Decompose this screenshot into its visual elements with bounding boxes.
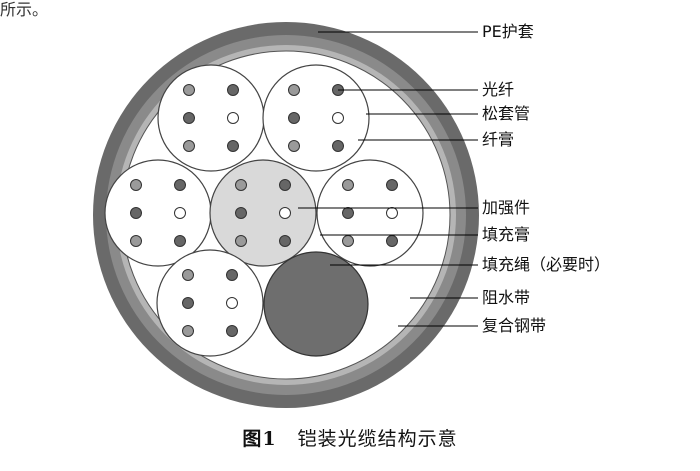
loose-tube [157,64,265,172]
label-loose-tube: 松套管 [482,104,530,123]
figure-caption: 图1 铠装光缆结构示意 [0,424,700,451]
label-filling-compound: 填充膏 [482,225,530,244]
fiber-dot [342,207,354,219]
fiber-dot [279,179,291,191]
fiber-dot [386,179,398,191]
fiber-dot [227,112,239,124]
fiber-dot [182,297,194,309]
loose-tube [262,64,370,172]
label-water-blocking-tape: 阻水带 [482,288,530,307]
loose-tube [104,159,212,267]
fiber-dot [227,140,239,152]
label-fiber: 光纤 [482,80,514,99]
fiber-dot [182,269,194,281]
optical-fibers [130,84,398,337]
label-composite-steel-tape: 复合钢带 [482,316,546,335]
fiber-dot [342,179,354,191]
fiber-dot [226,325,238,337]
fiber-dot [227,84,239,96]
fiber-dot [279,235,291,247]
filler-rope [263,251,369,357]
fiber-dot [182,325,194,337]
strength-member [209,159,317,267]
label-strength-member: 加强件 [482,198,530,217]
fiber-dot [174,207,186,219]
fiber-dot [183,112,195,124]
fiber-dot [288,84,300,96]
fiber-dot [130,179,142,191]
fiber-dot [130,235,142,247]
fiber-dot [288,112,300,124]
fiber-dot [130,207,142,219]
fiber-dot [226,269,238,281]
fiber-dot [386,207,398,219]
fiber-dot [332,140,344,152]
fiber-dot [183,84,195,96]
armored-cable-cross-section: PE护套 光纤 松套管 纤膏 加强件 填充膏 填充绳（必要时） 阻水带 复合钢带 [93,22,610,408]
fiber-dot [174,235,186,247]
leader-lines [298,31,478,327]
fiber-dot [342,235,354,247]
fiber-dot [235,179,247,191]
fiber-dot [235,207,247,219]
fiber-dot [183,140,195,152]
loose-tube [156,249,264,357]
label-pe-sheath: PE护套 [482,22,534,41]
fiber-dot [386,235,398,247]
page-text-fragment: 所示。 [0,0,49,19]
fiber-dot [235,235,247,247]
figure-title: 铠装光缆结构示意 [297,428,458,450]
label-filler-rope: 填充绳（必要时） [482,255,610,274]
loose-tube [316,159,424,267]
figure-number: 图1 [242,428,277,450]
label-fiber-gel: 纤膏 [482,130,514,149]
fiber-dot [279,207,291,219]
fiber-dot [332,112,344,124]
fiber-dot [226,297,238,309]
fiber-dot [174,179,186,191]
fiber-dot [288,140,300,152]
